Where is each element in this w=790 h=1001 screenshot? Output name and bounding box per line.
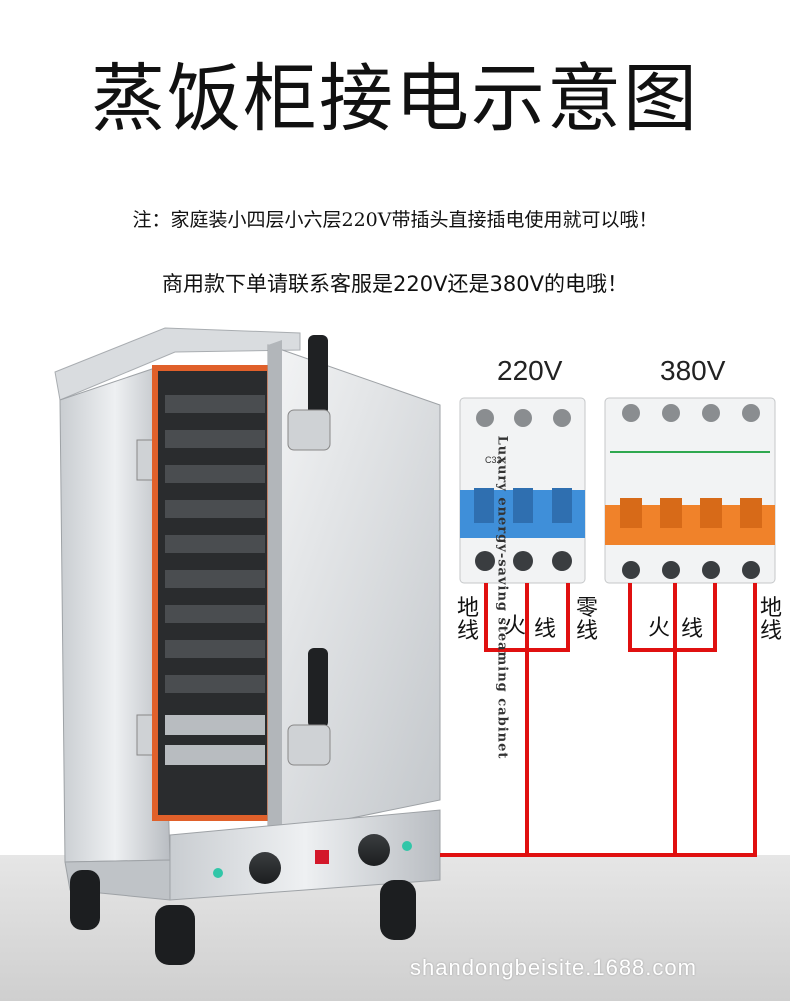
breaker-220v: [459, 397, 586, 584]
label-live-220-b: 线: [534, 617, 557, 642]
label-live-380-a: 火: [648, 616, 671, 641]
breaker-model: C32: [485, 455, 502, 465]
note-household: 注：家庭装小四层小六层220V带插头直接插电使用就可以哦！: [132, 209, 658, 231]
label-live-220-a: 火: [504, 614, 527, 639]
trays: [165, 395, 265, 765]
breaker-220v-label: 220V: [497, 355, 563, 386]
watermark: shandongbeisite.1688.com: [410, 955, 697, 980]
door-brand-text: Luxury energy-saving steaming cabinet: [494, 435, 510, 760]
page-title: 蒸饭柜接电示意图: [91, 56, 699, 142]
label-ground-left: 地 线: [457, 596, 480, 645]
steam-cabinet: [54, 327, 441, 965]
breaker-380v-label: 380V: [660, 355, 726, 386]
label-ground-right: 地 线: [760, 596, 783, 645]
wiring: [440, 583, 757, 857]
note-commercial: 商用款下单请联系客服是220V还是380V的电哦！: [162, 272, 628, 296]
label-live-380-b: 线: [681, 617, 704, 642]
label-neutral: 零 线: [576, 596, 599, 645]
breaker-380v: [604, 397, 776, 584]
